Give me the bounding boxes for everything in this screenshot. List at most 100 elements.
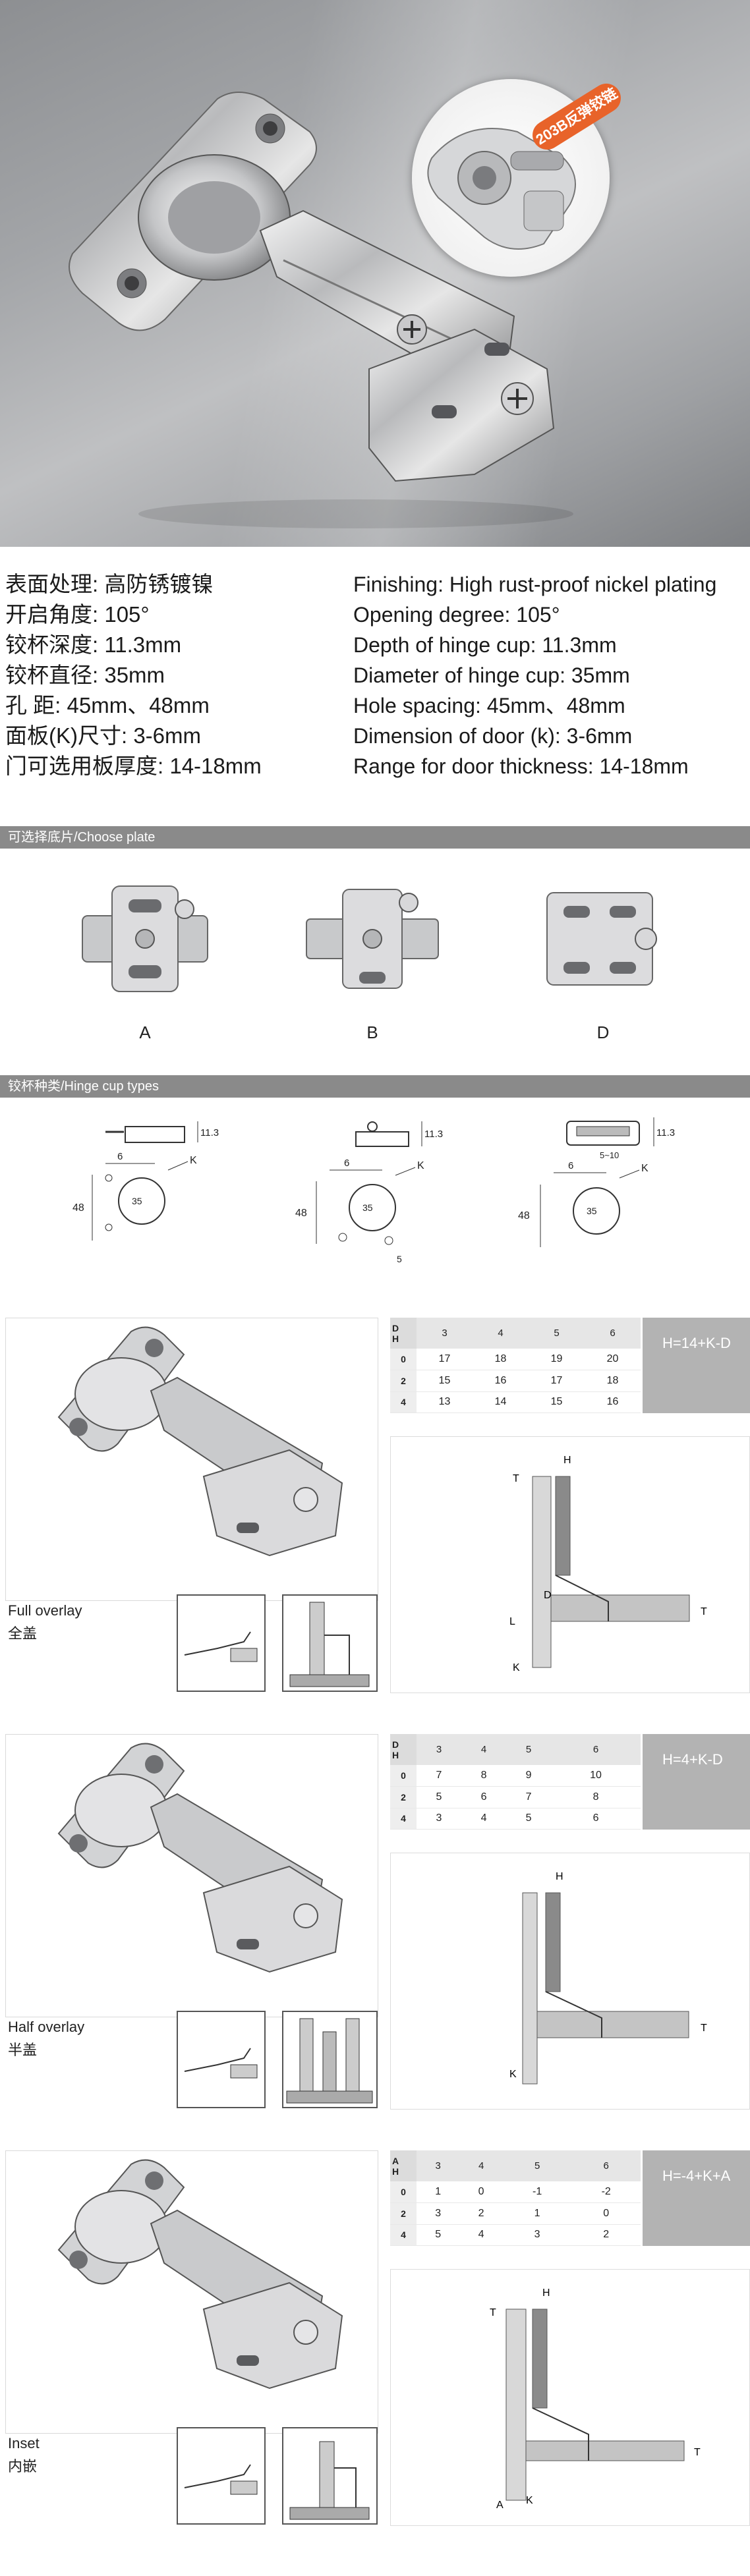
- hero-cup-plate: [69, 92, 317, 331]
- table-col-header: 6: [571, 2150, 641, 2182]
- cup-drawing-1: 11.3 6 K 48 35: [72, 1121, 219, 1241]
- spec-line: 铰杯深度: 11.3mm: [5, 632, 182, 657]
- table-cell: 15: [529, 1391, 585, 1414]
- cup-k-label: K: [641, 1163, 649, 1174]
- table-row: 2 3 2 1 0: [390, 2202, 641, 2225]
- overlay-thumb-side: [177, 2427, 266, 2525]
- overlay-type-en: Half overlay: [8, 2019, 85, 2035]
- table-cell: 4: [461, 1808, 507, 1830]
- installation-diagram: H T T A K: [390, 2269, 750, 2526]
- table-cell: -1: [502, 2181, 572, 2204]
- overlay-type-cn: 半盖: [8, 2042, 38, 2058]
- table-cell: 5: [506, 1808, 552, 1830]
- overlay-thumb-installed: [282, 1594, 378, 1692]
- detail-zoom-circle: [412, 79, 610, 277]
- overlay-thumb-side: [177, 1594, 266, 1692]
- table-cell: 14: [473, 1391, 529, 1414]
- cup-type-3-drawing: 11.3 5~10 6 K 48 35: [507, 1112, 705, 1283]
- specifications: 表面处理: 高防锈镀镍 开启角度: 105° 铰杯深度: 11.3mm 铰杯直径…: [0, 560, 750, 778]
- cup-diameter-label: 35: [132, 1196, 142, 1206]
- spec-line: 开启角度: 105°: [5, 602, 150, 627]
- table-cell: 7: [417, 1765, 462, 1787]
- table-cell: 3: [417, 2202, 460, 2225]
- plate-d-illustration: [527, 873, 679, 1005]
- spec-line: Range for door thickness: 14-18mm: [353, 754, 689, 778]
- table-row-header: 4: [390, 1391, 417, 1414]
- overlay-type-cn: 全盖: [8, 1625, 38, 1642]
- cup-diameter-label: 35: [587, 1206, 597, 1216]
- section-bar-hinge-cup-types: 铰杯种类/Hinge cup types: [0, 1075, 750, 1098]
- diagram-h-label: H: [542, 2287, 550, 2299]
- hinge-hero-illustration: [69, 92, 573, 528]
- overlay-formula: H=4+K-D: [643, 1734, 750, 1830]
- cup-depth-label: 11.3: [200, 1127, 219, 1138]
- table-cell: 5: [417, 1786, 462, 1808]
- cup-k-label: K: [417, 1160, 424, 1171]
- zoom-detail-illustration: [427, 128, 576, 250]
- spec-line: 门可选用板厚度: 14-18mm: [5, 754, 262, 778]
- spec-line: Depth of hinge cup: 11.3mm: [353, 633, 617, 657]
- table-cell: 7: [506, 1786, 552, 1808]
- cup-offset-label: 6: [344, 1158, 349, 1169]
- cup-diameter-label: 35: [362, 1202, 373, 1213]
- diagram-inset: H T T A K: [490, 2287, 701, 2511]
- table-cell: 8: [461, 1765, 507, 1787]
- table-cell: -2: [571, 2181, 641, 2204]
- table-cell: 0: [459, 2181, 503, 2204]
- table-cell: 17: [417, 1349, 473, 1371]
- diagram-k-label: K: [513, 1662, 520, 1673]
- overlay-thumb-installed: [282, 2011, 378, 2108]
- hinge-product-icon: [57, 2159, 343, 2390]
- diagram-t-label: T: [513, 1473, 519, 1484]
- cup-type-1-drawing: 11.3 6 K 48 35: [66, 1112, 264, 1283]
- hinge-product-photo: [5, 1734, 378, 2017]
- plate-a-icon: [82, 885, 208, 992]
- table-cell: 2: [571, 2224, 641, 2247]
- cup-dowel-range-label: 5~10: [600, 1150, 619, 1160]
- plate-b-icon: [306, 889, 439, 989]
- table-cell: 19: [529, 1349, 585, 1371]
- hero-banner: 203B反弹铰链: [0, 0, 750, 547]
- diagram-half-overlay: H T K: [509, 1871, 707, 2085]
- plate-d-icon: [546, 892, 657, 986]
- table-row: 2 5 6 7 8: [390, 1786, 641, 1808]
- table-col-header: 3: [417, 1318, 473, 1349]
- plate-label: D: [596, 1022, 610, 1042]
- overlay-type-cn: 内嵌: [8, 2458, 38, 2475]
- table-col-header: 5: [502, 2150, 572, 2182]
- table-row: 0 17 18 19 20: [390, 1349, 641, 1371]
- table-cell: 1: [502, 2202, 572, 2225]
- diagram-h-label: H: [563, 1455, 571, 1466]
- cup-offset-label: 6: [568, 1160, 573, 1171]
- cup-type-2-drawing: 11.3 6 K 48 35 5: [283, 1112, 481, 1283]
- table-col-header: 4: [461, 1734, 507, 1766]
- plate-label: A: [139, 1022, 151, 1042]
- table-cell: 18: [473, 1349, 529, 1371]
- cup-spacing-label: 48: [295, 1208, 307, 1219]
- table-row-header: 0: [390, 2181, 417, 2204]
- table-row: 0 1 0 -1 -2: [390, 2181, 641, 2204]
- table-row-header: 4: [390, 2224, 417, 2247]
- hinge-product-icon: [57, 1743, 343, 1973]
- thumb-installed-icon: [289, 2441, 370, 2520]
- table-row-header: 0: [390, 1349, 417, 1371]
- spec-line: Hole spacing: 45mm、48mm: [353, 694, 625, 717]
- plate-b-illustration: [297, 873, 448, 1005]
- cup-k-label: K: [190, 1155, 197, 1166]
- thumb-side-icon: [184, 1631, 258, 1662]
- table-cell: 13: [417, 1391, 473, 1414]
- cup-drawing-3: 11.3 5~10 6 K 48 35: [518, 1117, 675, 1247]
- spec-line: 面板(K)尺寸: 3-6mm: [5, 723, 201, 748]
- cup-spacing-label: 48: [518, 1210, 530, 1221]
- table-cell: 20: [585, 1349, 641, 1371]
- overlay-type-en: Full overlay: [8, 1602, 82, 1619]
- thumb-side-icon: [184, 2048, 258, 2079]
- spec-line: Opening degree: 105°: [353, 603, 560, 627]
